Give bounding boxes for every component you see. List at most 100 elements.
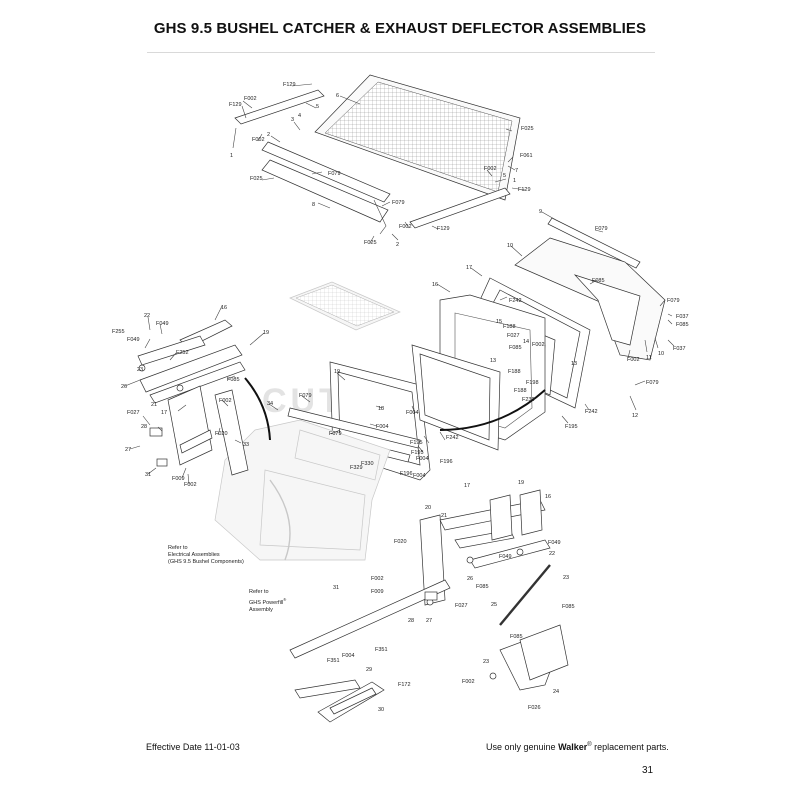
callout-label: 8 <box>312 202 315 208</box>
rail-lower <box>261 159 389 223</box>
callout-label: F004 <box>342 653 355 659</box>
callout-label: F255 <box>112 329 125 335</box>
callout-label: 7 <box>515 168 518 174</box>
callout-label: F129 <box>229 102 242 108</box>
note-line: Assembly <box>249 606 273 613</box>
note-line: GHS Powerfill <box>249 599 284 606</box>
left-arm-assembly <box>137 319 271 476</box>
callout-label: 22 <box>549 551 555 557</box>
callout-label: 16 <box>432 282 438 288</box>
callout-label: F079 <box>667 298 680 304</box>
right-arm-assembly <box>419 489 569 691</box>
brace <box>179 429 213 454</box>
callout-label: 21 <box>151 402 157 408</box>
callout-label: F242 <box>446 435 459 441</box>
callout-label: F002 <box>244 96 257 102</box>
callout-label: 13 <box>490 358 496 364</box>
callout-label: F172 <box>398 682 411 688</box>
callout-label: F329 <box>350 465 363 471</box>
rail-bottom-right <box>409 187 511 229</box>
callout-label: F188 <box>514 388 527 394</box>
callout-label: F079 <box>299 393 312 399</box>
callout-label: F085 <box>592 278 605 284</box>
exhaust-deflector <box>514 217 666 361</box>
callout-label: F351 <box>327 658 340 664</box>
callout-label: F242 <box>509 298 522 304</box>
callout-label: F079 <box>595 226 608 232</box>
callout-label: F002 <box>219 398 232 404</box>
callout-label: F004 <box>413 473 426 479</box>
callout-label: F230 <box>522 397 535 403</box>
callout-label: 21 <box>441 513 447 519</box>
callout-label: F002 <box>252 137 265 143</box>
callout-label: F079 <box>328 171 341 177</box>
genuine-parts-notice: Use only genuine Walker® replacement par… <box>486 742 669 752</box>
callout-label: F049 <box>156 321 169 327</box>
callout-label: F188 <box>503 324 516 330</box>
side-panel-left <box>167 385 213 466</box>
vertical-bar <box>214 389 249 476</box>
callout-label: F079 <box>392 200 405 206</box>
callout-label: F351 <box>375 647 388 653</box>
callout-label: F085 <box>227 377 240 383</box>
callout-label: 24 <box>553 689 559 695</box>
callout-label: F079 <box>329 431 342 437</box>
callout-label: 19 <box>263 330 269 336</box>
arm-lower-right <box>469 539 551 569</box>
callout-label: F085 <box>509 345 522 351</box>
callout-label: 18 <box>378 406 384 412</box>
callout-label: 5 <box>316 104 319 110</box>
callout-label: F004 <box>406 410 419 416</box>
note-line: Refer to <box>249 589 269 595</box>
callout-label: F195 <box>410 440 423 446</box>
callout-label: 14 <box>523 339 529 345</box>
callout-label: 33 <box>243 442 249 448</box>
callout-label: 26 <box>121 384 127 390</box>
callout-label: F242 <box>585 409 598 415</box>
callout-label: F002 <box>184 482 197 488</box>
callout-label: F085 <box>510 634 523 640</box>
callout-label: 13 <box>571 361 577 367</box>
callout-label: 23 <box>137 367 143 373</box>
callout-label: 4 <box>298 113 301 119</box>
callout-label: F025 <box>521 126 534 132</box>
callout-label: 10 <box>658 351 664 357</box>
callout-label: 34 <box>267 401 273 407</box>
callout-label: 9 <box>539 209 542 215</box>
deflector-bracket <box>519 624 569 681</box>
callout-label: F085 <box>562 604 575 610</box>
callout-label: F049 <box>127 337 140 343</box>
notice-suffix: replacement parts. <box>591 742 669 752</box>
callout-label: 30 <box>378 707 384 713</box>
callout-label: 19 <box>334 369 340 375</box>
callout-label: F085 <box>476 584 489 590</box>
note-line: Refer to <box>168 545 188 551</box>
gas-strut <box>499 564 551 626</box>
callout-label: F020 <box>394 539 407 545</box>
callout-label: 31 <box>333 585 339 591</box>
callout-label: 31 <box>145 472 151 478</box>
callout-label: 15 <box>496 319 502 325</box>
callout-label: F004 <box>376 424 389 430</box>
frame-door <box>411 344 501 451</box>
small-screen <box>289 281 401 331</box>
callout-label: 28 <box>408 618 414 624</box>
callout-label: 5 <box>503 173 506 179</box>
notice-prefix: Use only genuine <box>486 742 559 752</box>
callout-label: F195 <box>565 424 578 430</box>
callout-label: F049 <box>548 540 561 546</box>
callout-label: F188 <box>508 369 521 375</box>
callout-label: F026 <box>528 705 541 711</box>
callout-label: F027 <box>455 603 468 609</box>
callout-label: 1 <box>230 153 233 159</box>
callout-label: 12 <box>632 413 638 419</box>
callout-label: F002 <box>484 166 497 172</box>
callout-label: F002 <box>399 224 412 230</box>
deflector-strip <box>547 217 641 269</box>
arm-bracket <box>137 335 206 366</box>
callout-label: F129 <box>283 82 296 88</box>
callout-label: F027 <box>507 333 520 339</box>
callout-label: 17 <box>161 410 167 416</box>
callout-label: 27 <box>125 447 131 453</box>
callout-label: F196 <box>400 471 413 477</box>
